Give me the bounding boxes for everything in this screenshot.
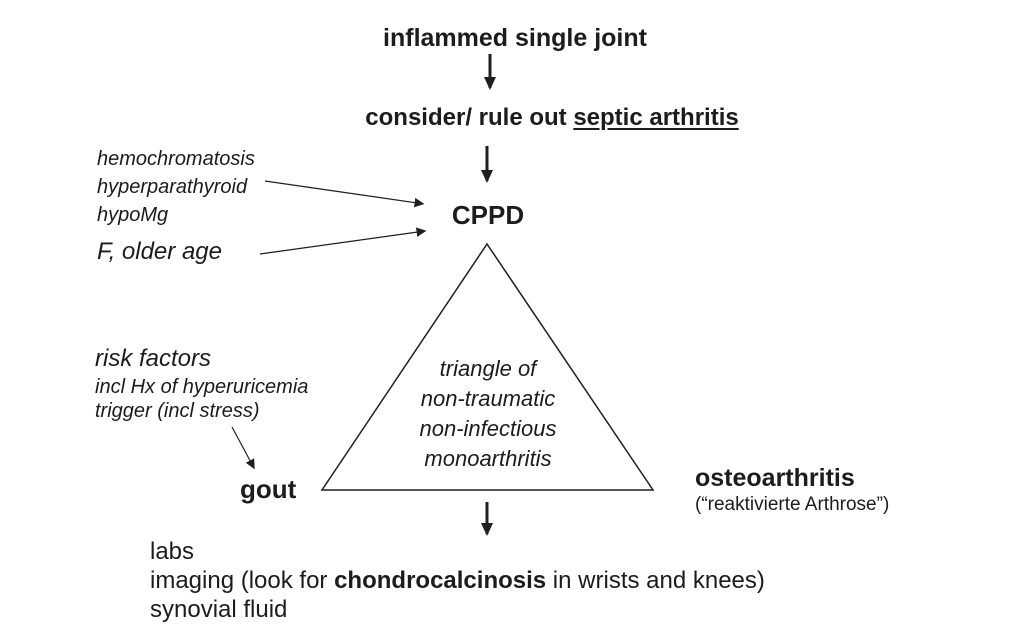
cppd-node-label: CPPD [451, 200, 525, 230]
cppd-causes-list: hemochromatosis hyperparathyroid hypoMg [97, 145, 255, 229]
gout-risk-factors-list: incl Hx of hyperuricemia trigger (incl s… [95, 375, 308, 423]
workup-labs-line: labs [150, 538, 195, 565]
arrow-causes-to-cppd-icon [264, 180, 425, 208]
triangle-caption-line: non-traumatic [420, 386, 556, 411]
title-inflamed-single-joint: inflammed single joint [383, 24, 647, 52]
arrow-risk-to-gout-icon [231, 426, 255, 470]
osteoarthritis-german-note: (“reaktivierte Arthrose”) [695, 494, 890, 515]
arrow-age-to-cppd-icon [259, 227, 427, 255]
chondrocalcinosis-emphasis: chondrocalcinosis [334, 567, 547, 594]
consider-septic-arthritis-line: consider/ rule out septic arthritis [365, 104, 738, 132]
cppd-demographics-note: F, older age [97, 238, 222, 265]
imaging-suffix-text: in wrists and knees) [546, 567, 765, 594]
cppd-cause-item: hypoMg [97, 204, 169, 226]
gout-node-label: gout [240, 474, 297, 504]
triangle-caption-line: monoarthritis [424, 446, 552, 471]
osteoarthritis-node-label: osteoarthritis [695, 464, 855, 492]
triangle-caption-line: non-infectious [419, 416, 557, 441]
workup-list: labs imaging (look for chondrocalcinosis… [150, 537, 765, 624]
triangle-caption: triangle of non-traumatic non-infectious… [420, 354, 557, 474]
gout-risk-item: incl Hx of hyperuricemia [95, 376, 309, 398]
cppd-cause-item: hyperparathyroid [97, 176, 248, 198]
gout-risk-item: trigger (incl stress) [95, 400, 260, 422]
triangle-caption-line: triangle of [439, 356, 537, 381]
gout-risk-factors-title: risk factors [95, 345, 212, 372]
septic-arthritis-emphasis: septic arthritis [573, 104, 739, 131]
consider-prefix-text: consider/ rule out [365, 104, 574, 131]
cppd-cause-item: hemochromatosis [97, 148, 255, 170]
imaging-prefix-text: imaging (look for [150, 567, 335, 594]
workup-imaging-line: imaging (look for chondrocalcinosis in w… [150, 566, 765, 595]
workup-synovial-line: synovial fluid [150, 596, 288, 623]
